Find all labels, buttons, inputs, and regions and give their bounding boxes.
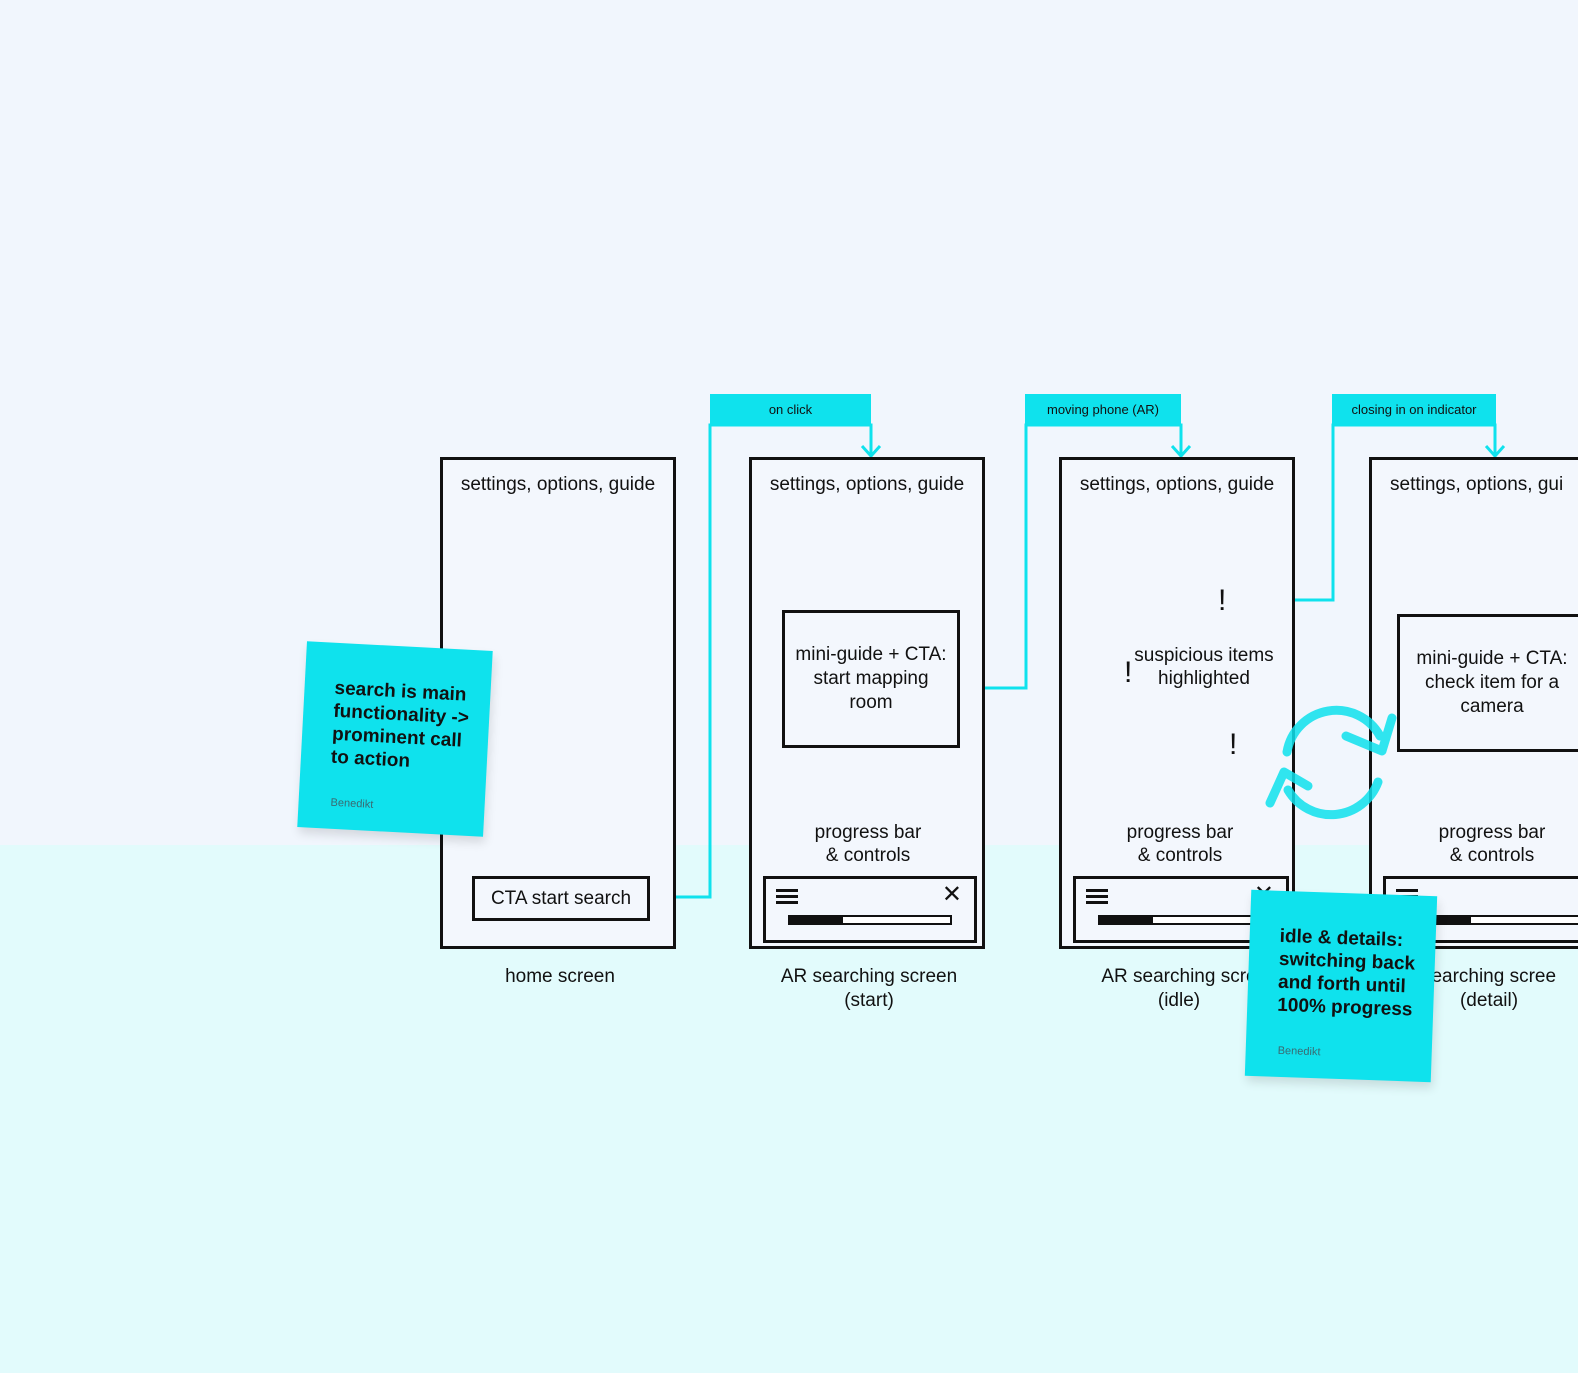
highlight-marker: ! [1124,656,1133,689]
menu-icon[interactable] [776,889,798,904]
progress-bar [788,915,952,925]
transition-label: closing in on indicator [1351,402,1477,417]
transition-tag-moving-phone[interactable]: moving phone (AR) [1025,394,1181,425]
progress-fill [1418,917,1472,923]
highlighted-items-label: suspicious items highlighted [1134,645,1274,689]
progress-bar [1416,915,1578,925]
highlight-marker: ! [1229,728,1238,761]
sticky-note-author: Benedikt [1277,1044,1321,1059]
screen-header: settings, options, guide [1079,474,1275,495]
close-icon[interactable]: ✕ [941,881,962,908]
transition-tag-closing-in[interactable]: closing in on indicator [1332,394,1496,425]
sticky-note-text: search is main functionality -> prominen… [330,677,470,772]
cta-start-search-button[interactable]: CTA start search [472,876,650,921]
wireframe-ar-detail-screen[interactable]: settings, options, gui mini-guide + CTA:… [1369,457,1578,949]
sticky-note-idle-details[interactable]: idle & details: switching back and forth… [1244,889,1438,1083]
wireframe-ar-idle-screen[interactable]: settings, options, guide ! ! ! suspiciou… [1059,457,1295,949]
screen-caption-home: home screen [505,966,615,987]
transition-label: on click [768,402,813,417]
wireframe-ar-start-screen[interactable]: settings, options, guide mini-guide + CT… [749,457,985,949]
progress-fill [1100,917,1154,923]
sticky-note-text: idle & details: switching back and forth… [1276,925,1416,1021]
screen-caption-ar-start: AR searching screen (start) [780,966,958,1011]
progress-bar [1098,915,1264,925]
transition-tag-on-click[interactable]: on click [710,394,871,425]
transition-label: moving phone (AR) [1047,402,1159,417]
screen-caption-ar-detail: searching scree (detail) [1421,966,1557,1011]
progress-controls-label: progress bar & controls [814,822,922,866]
screen-header: settings, options, guide [769,474,965,495]
screen-header: settings, options, gui [1390,474,1564,495]
progress-controls-label: progress bar & controls [1126,822,1234,866]
progress-fill [790,917,843,923]
mini-guide-box[interactable]: mini-guide + CTA: start mapping room [782,610,960,748]
controls-bar[interactable]: ✕ [763,876,977,943]
progress-controls-label: progress bar & controls [1438,822,1546,866]
screen-header: settings, options, guide [460,474,656,495]
mini-guide-box[interactable]: mini-guide + CTA: check item for a camer… [1397,614,1578,752]
sticky-note-search[interactable]: search is main functionality -> prominen… [297,641,493,837]
sticky-note-author: Benedikt [330,796,374,811]
menu-icon[interactable] [1086,889,1108,904]
highlight-marker: ! [1218,584,1227,617]
